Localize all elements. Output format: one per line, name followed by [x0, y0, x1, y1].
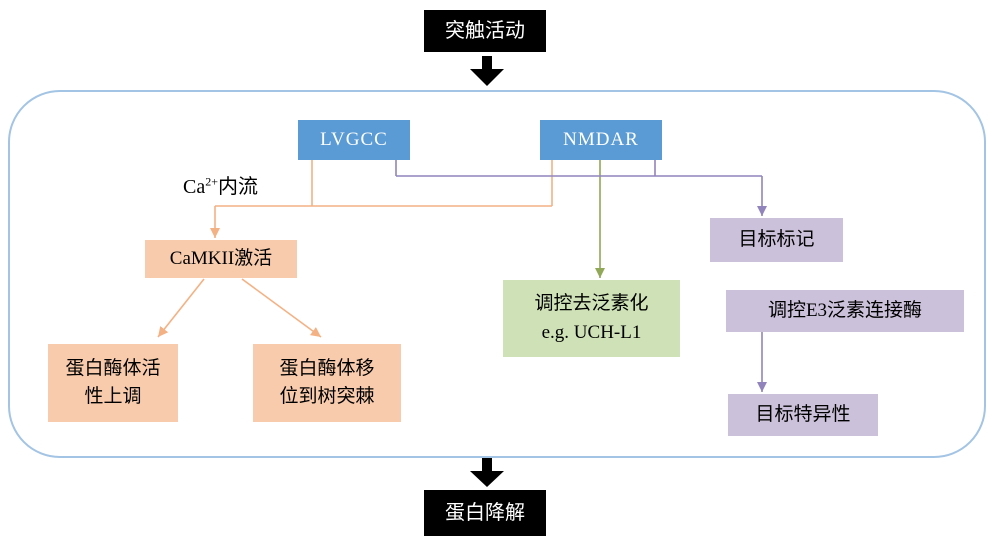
ca-influx-rest: 内流 — [218, 176, 258, 198]
arrow-container-to-degradation — [470, 458, 504, 487]
node-label: 目标特异性 — [755, 403, 851, 425]
ca-influx-base: Ca — [183, 176, 206, 198]
node-proteasome-activity-up: 蛋白酶体活 性上调 — [48, 344, 178, 422]
node-protein-degradation: 蛋白降解 — [424, 490, 546, 536]
node-camkii-activation: CaMKII激活 — [145, 240, 297, 278]
node-label-line2: 位到树突棘 — [279, 386, 375, 407]
node-target-specificity: 目标特异性 — [728, 394, 878, 436]
pathway-container — [8, 90, 986, 458]
node-label-line2: e.g. UCH-L1 — [541, 321, 642, 343]
node-lvgcc: LVGCC — [298, 120, 410, 160]
node-label-line1: 调控去泛素化 — [534, 293, 649, 314]
node-label: 目标标记 — [738, 228, 815, 250]
arrow-synaptic-to-container — [470, 56, 504, 86]
node-deubiquitination: 调控去泛素化 e.g. UCH-L1 — [503, 280, 680, 357]
node-synaptic-activity: 突触活动 — [424, 10, 546, 52]
node-e3-ligase: 调控E3泛素连接酶 — [726, 290, 964, 332]
node-label-line2: 性上调 — [84, 386, 142, 407]
node-label-line1: 蛋白酶体移 — [279, 357, 375, 379]
node-label: 突触活动 — [445, 20, 525, 42]
node-label: LVGCC — [320, 128, 388, 150]
node-nmdar: NMDAR — [540, 120, 662, 160]
node-label: 蛋白降解 — [445, 502, 525, 524]
ca-influx-superscript: 2+ — [205, 174, 218, 189]
node-label: 调控E3泛素连接酶 — [767, 299, 923, 321]
node-label-line1: 蛋白酶体活 — [65, 357, 161, 379]
label-ca-influx: Ca2+内流 — [183, 170, 258, 199]
node-label: CaMKII激活 — [169, 247, 273, 269]
node-target-marking: 目标标记 — [710, 218, 843, 262]
node-proteasome-translocation: 蛋白酶体移 位到树突棘 — [253, 344, 401, 422]
node-label: NMDAR — [563, 128, 639, 150]
